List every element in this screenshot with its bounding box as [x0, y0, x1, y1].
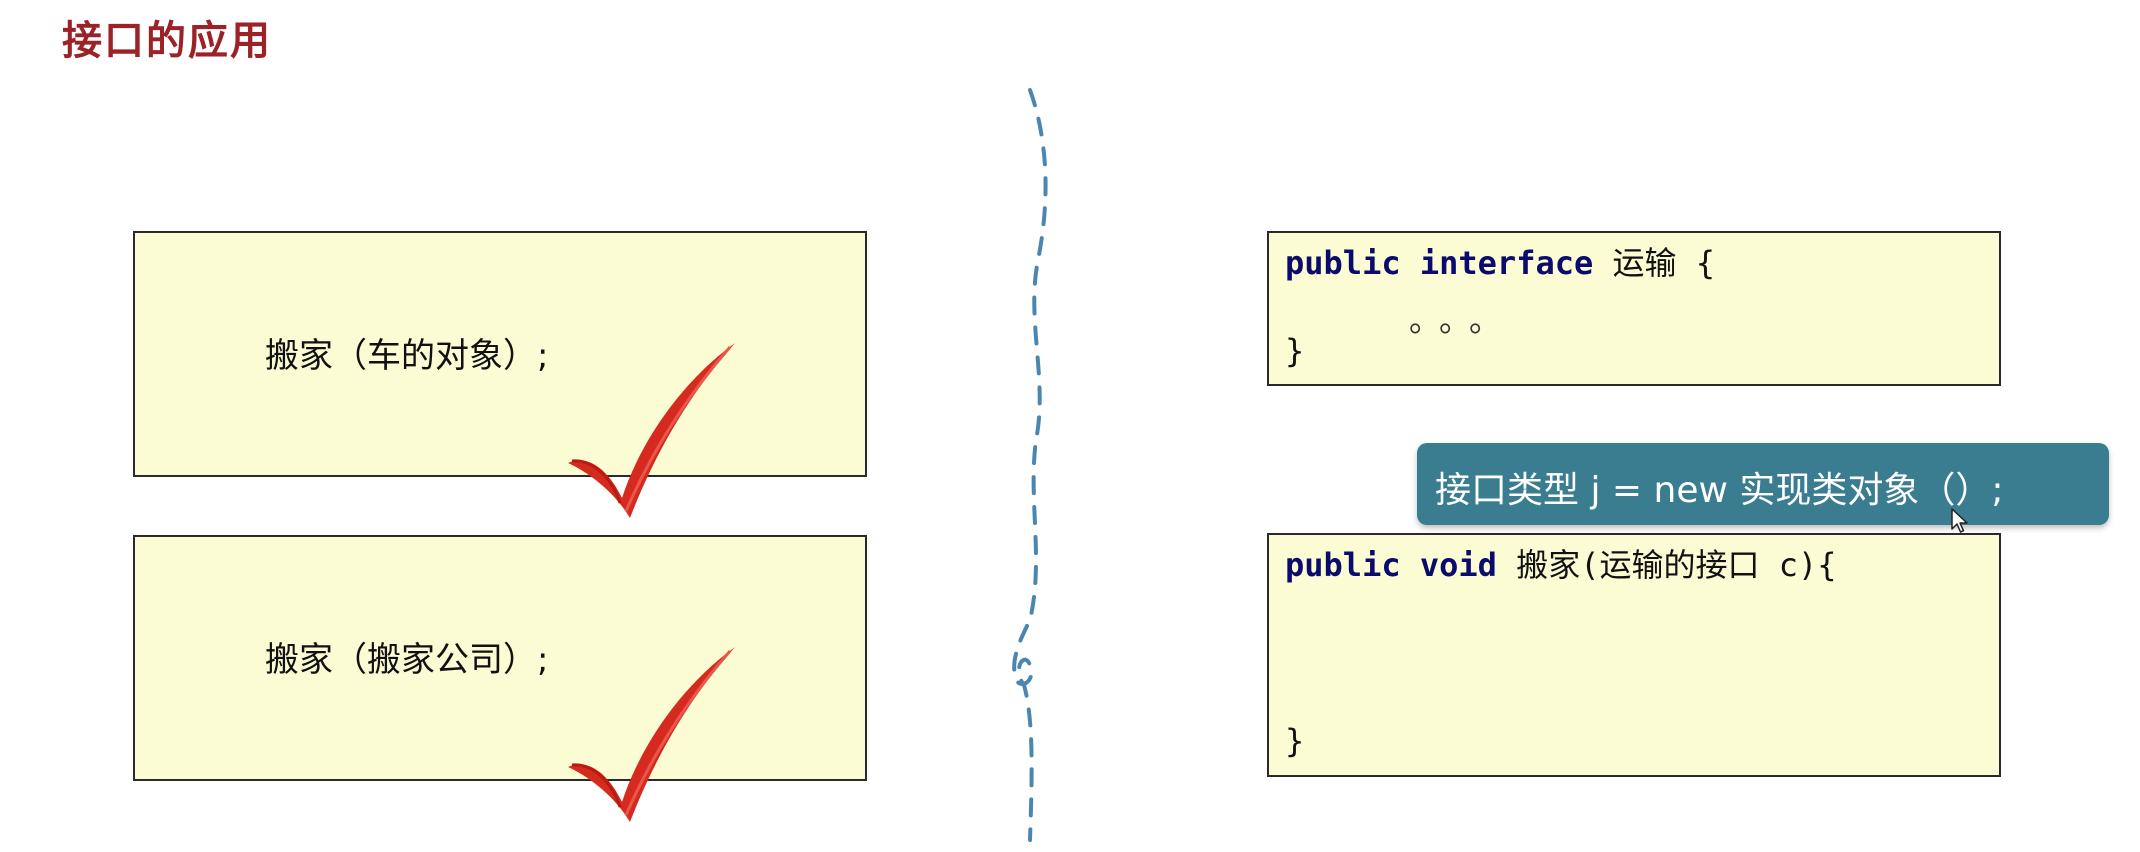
slide-title: 接口的应用: [62, 18, 272, 64]
usage-box-car: 搬家（车的对象）;: [133, 231, 867, 518]
keyword-void: void: [1419, 546, 1497, 584]
red-check-icon: [568, 647, 735, 822]
method-signature: 搬家(运输的接口 c){: [1516, 546, 1837, 584]
interface-code-box: public interface 运输 { 。。。 }: [1267, 231, 2001, 386]
red-check-icon: [568, 343, 735, 518]
method-code-box: public void 搬家(运输的接口 c){ }: [1267, 533, 2001, 777]
mouse-cursor-icon: [1951, 508, 1968, 533]
interface-name: 运输: [1612, 244, 1677, 282]
open-brace: {: [1695, 244, 1716, 282]
ellipsis-dots: 。。。: [1409, 301, 1516, 339]
keyword-public: public: [1285, 244, 1401, 282]
dashed-divider: [1012, 88, 1048, 842]
instantiation-tooltip: 接口类型 j = new 实现类对象（）;: [1417, 443, 2109, 525]
method-signature-line: public void 搬家(运输的接口 c){: [1285, 543, 1837, 587]
keyword-public: public: [1285, 546, 1401, 584]
close-brace: }: [1285, 332, 1305, 370]
call-move-with-car: 搬家（车的对象）;: [265, 336, 549, 376]
tooltip-text: 接口类型 j = new 实现类对象（）;: [1435, 470, 2004, 511]
keyword-interface: interface: [1419, 244, 1594, 282]
close-brace: }: [1285, 722, 1305, 760]
usage-box-company: 搬家（搬家公司）;: [133, 535, 867, 822]
call-move-with-company: 搬家（搬家公司）;: [265, 640, 549, 680]
interface-declaration-line: public interface 运输 {: [1285, 241, 1715, 285]
